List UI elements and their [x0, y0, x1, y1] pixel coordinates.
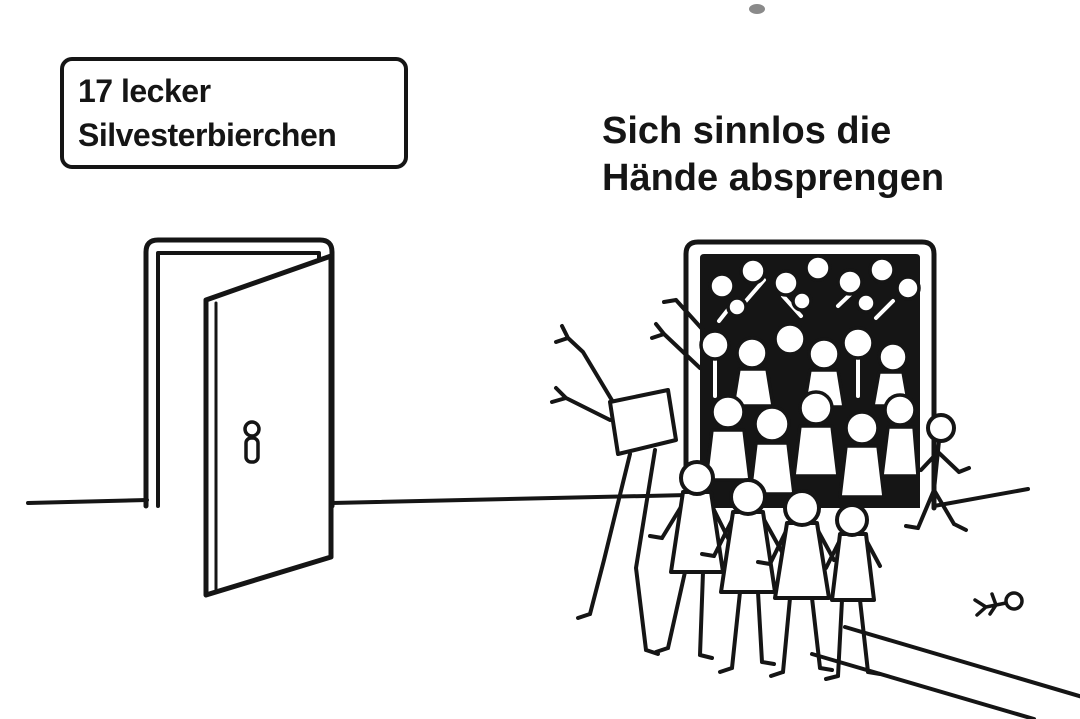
flailing-figure	[550, 324, 678, 656]
right-door-caption-line2: Hände absprengen	[602, 157, 945, 199]
floor-line-right	[932, 487, 1030, 508]
left-door-sign: 17 lecker Silvesterbierchen	[60, 57, 408, 169]
right-door-caption-line1: Sich sinnlos die	[602, 110, 892, 152]
crowd	[699, 254, 921, 499]
crowd-figure	[700, 478, 796, 674]
left-door-sign-line1: 17 lecker	[78, 73, 211, 109]
crowd-front-figures	[550, 324, 971, 681]
left-door-sign-line2: Silvesterbierchen	[78, 117, 337, 153]
fallen-figure	[973, 591, 1024, 617]
walkway-lines	[810, 625, 1080, 719]
crowd-figure	[824, 503, 882, 681]
floor-line-middle	[330, 493, 690, 505]
right-door-caption: Sich sinnlos die Hände absprengen	[602, 108, 944, 202]
crowd-arms-left	[650, 298, 705, 370]
left-door-handle-icon	[243, 420, 261, 464]
left-door-panel	[203, 253, 334, 598]
floor-line-left	[26, 498, 149, 505]
smudge-mark	[749, 4, 765, 14]
crowd-figure	[756, 489, 848, 678]
walking-figure	[904, 413, 971, 532]
